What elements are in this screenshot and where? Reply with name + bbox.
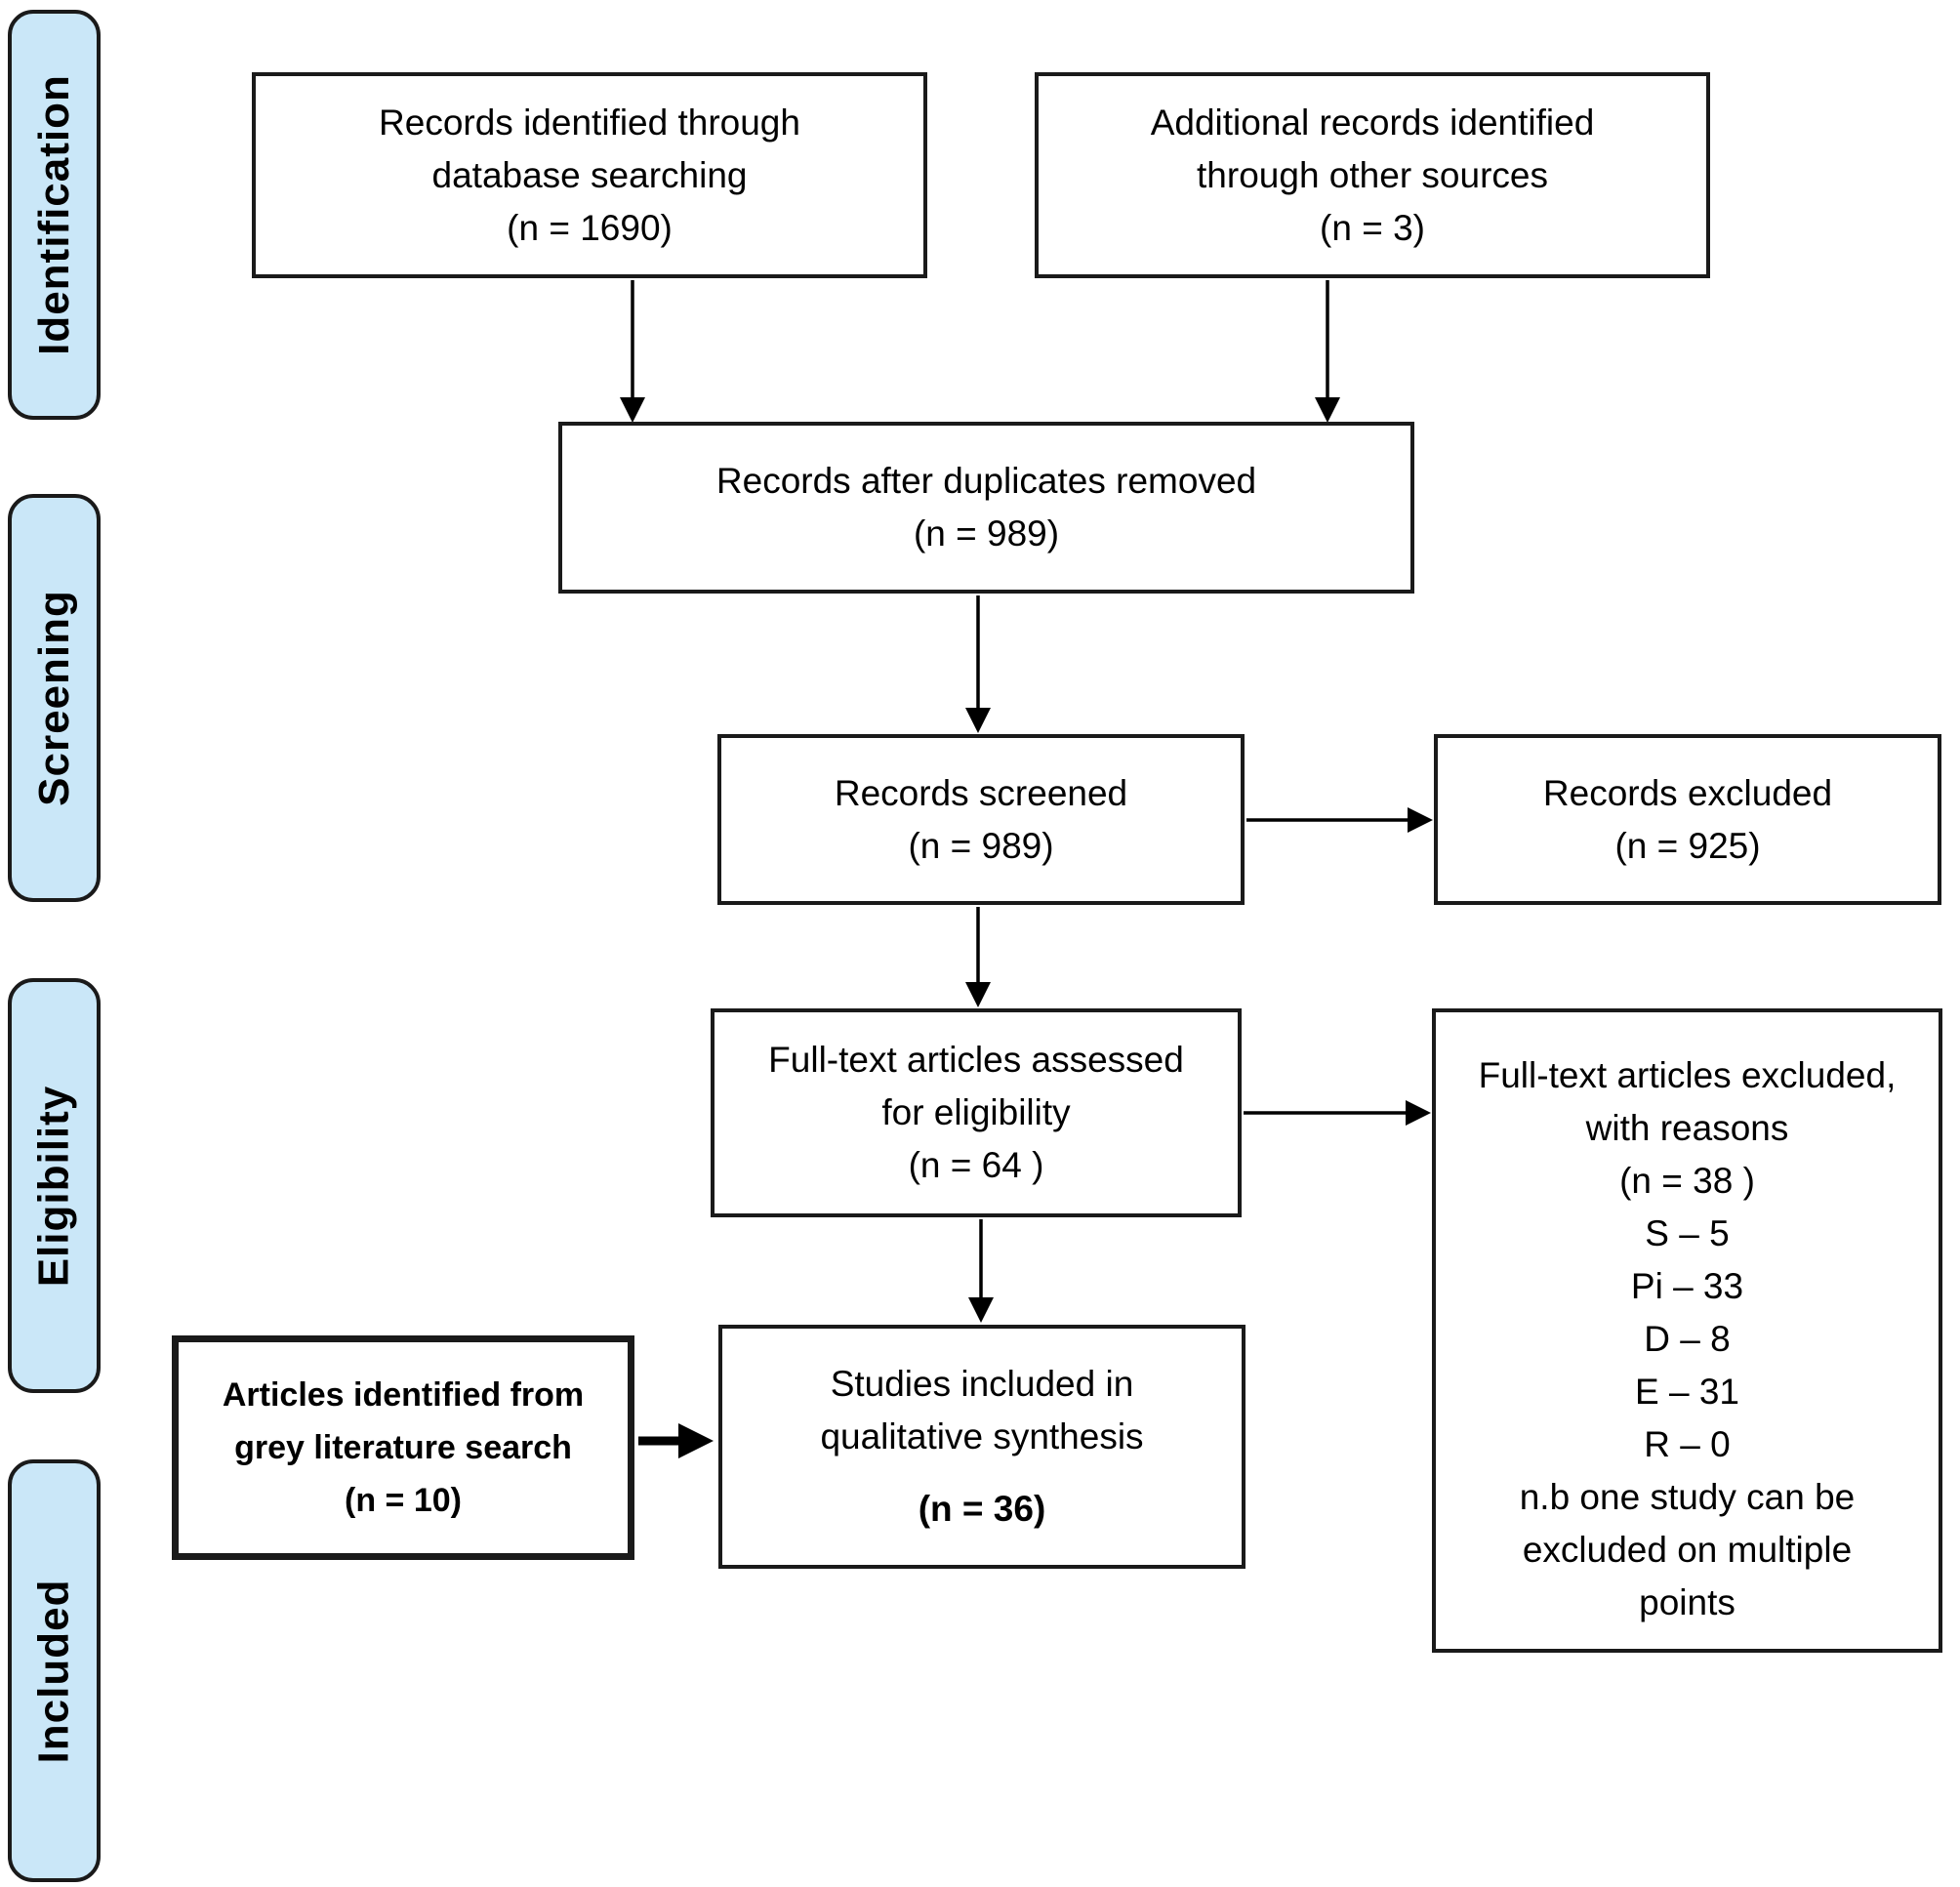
box-line: Full-text articles assessed <box>768 1040 1184 1080</box>
box-line: Records screened <box>834 772 1128 813</box>
box-records-screened: Records screened (n = 989) <box>717 734 1245 905</box>
stage-included-label: Included <box>29 1579 78 1763</box>
box-line: qualitative synthesis <box>820 1416 1144 1456</box>
box-line: for eligibility <box>881 1092 1071 1132</box>
stage-identification-label: Identification <box>29 74 78 355</box>
box-line: (n = 989) <box>908 825 1054 866</box>
box-line: database searching <box>431 154 748 195</box>
stage-identification: Identification <box>8 10 101 420</box>
box-duplicates-removed: Records after duplicates removed (n = 98… <box>558 422 1414 594</box>
box-line: Studies included in <box>830 1364 1134 1404</box>
box-line: Records excluded <box>1542 772 1833 813</box>
box-line: S – 5 <box>1645 1213 1730 1253</box>
box-line: R – 0 <box>1644 1424 1731 1464</box>
box-line: through other sources <box>1197 154 1548 195</box>
box-line: (n = 925) <box>1614 825 1761 866</box>
stage-eligibility: Eligibility <box>8 978 101 1393</box>
box-line: Articles identified from <box>222 1376 585 1414</box>
box-records-excluded: Records excluded (n = 925) <box>1434 734 1941 905</box>
box-studies-included: Studies included in qualitative synthesi… <box>718 1325 1245 1569</box>
box-line: (n = 3) <box>1320 207 1425 248</box>
box-line: (n = 36) <box>918 1489 1046 1529</box>
box-line: Additional records identified <box>1150 102 1595 143</box>
box-line: grey literature search <box>234 1429 572 1466</box>
box-line: excluded on multiple <box>1522 1530 1853 1570</box>
stage-screening: Screening <box>8 494 101 902</box>
box-line: E – 31 <box>1635 1372 1739 1412</box>
box-grey-literature: Articles identified from grey literature… <box>172 1335 634 1560</box>
box-line: Records identified through <box>379 102 800 143</box>
box-line: n.b one study can be <box>1519 1477 1856 1517</box>
stage-included: Included <box>8 1459 101 1882</box>
box-fulltext-assessed: Full-text articles assessed for eligibil… <box>711 1008 1242 1217</box>
box-line: (n = 1690) <box>507 207 673 248</box>
box-line: (n = 10) <box>345 1482 462 1519</box>
stage-screening-label: Screening <box>29 590 78 806</box>
box-line: Records after duplicates removed <box>715 461 1257 501</box>
box-line: points <box>1639 1582 1735 1622</box>
box-line: Full-text articles excluded, <box>1478 1055 1897 1095</box>
stage-eligibility-label: Eligibility <box>29 1085 78 1287</box>
box-line: (n = 38 ) <box>1619 1161 1755 1201</box>
box-line: (n = 64 ) <box>908 1145 1044 1185</box>
box-fulltext-excluded: Full-text articles excluded, with reason… <box>1432 1008 1942 1653</box>
box-line: D – 8 <box>1644 1319 1731 1359</box>
box-records-identified: Records identified through database sear… <box>252 72 927 278</box>
box-additional-records: Additional records identified through ot… <box>1035 72 1710 278</box>
box-line: Pi – 33 <box>1630 1266 1744 1306</box>
box-line: with reasons <box>1585 1108 1789 1148</box>
box-line: (n = 989) <box>913 513 1060 554</box>
